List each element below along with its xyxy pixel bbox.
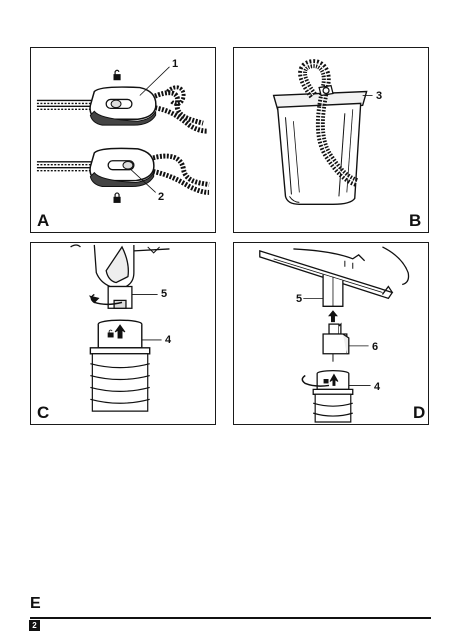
panel-a-illustration <box>36 66 210 203</box>
callout-5: 5 <box>296 293 303 305</box>
panel-c-illustration <box>70 244 170 412</box>
upper-cord-lock <box>89 86 157 126</box>
footer-rule <box>30 617 431 619</box>
ribbed-hose-d <box>313 393 353 423</box>
section-letter: E <box>30 595 41 612</box>
callout-6: 6 <box>372 341 379 353</box>
panel-letter-a: A <box>37 211 50 230</box>
tool-outlet <box>70 244 170 288</box>
dust-port-adapter <box>88 285 133 309</box>
panel-letter-d: D <box>413 403 426 422</box>
panel-d-illustration <box>259 246 410 423</box>
callout-3: 3 <box>376 90 383 102</box>
panel-c: 5 4 C <box>30 242 216 425</box>
callout-2: 2 <box>158 191 165 203</box>
hose-adapter <box>322 322 350 362</box>
saw-body <box>259 246 410 300</box>
saw-dust-port <box>322 274 344 307</box>
lock-arrow-icon <box>323 373 339 386</box>
lock-arrow-icon <box>107 324 126 339</box>
callout-4: 4 <box>374 381 381 393</box>
page-number: 2 <box>29 620 40 631</box>
ribbed-hose <box>90 353 150 412</box>
panel-b-illustration <box>272 59 373 205</box>
panel-b: 3 B <box>233 47 429 233</box>
insert-arrow-icon <box>328 310 338 323</box>
hose-nozzle <box>318 84 334 97</box>
bin-container <box>272 90 368 205</box>
lower-cord-lock <box>89 147 155 187</box>
locked-padlock-icon <box>113 192 121 203</box>
upper-cord <box>36 85 208 134</box>
callout-1: 1 <box>172 58 179 70</box>
unlocked-padlock-icon <box>113 69 121 81</box>
panel-d: 5 6 4 D <box>233 242 429 425</box>
panel-letter-c: C <box>37 403 50 422</box>
callout-4: 4 <box>165 334 172 346</box>
panel-letter-b: B <box>409 211 422 230</box>
lower-cord <box>36 153 210 195</box>
panel-a: 1 2 A <box>30 47 216 233</box>
callout-5: 5 <box>161 288 168 300</box>
